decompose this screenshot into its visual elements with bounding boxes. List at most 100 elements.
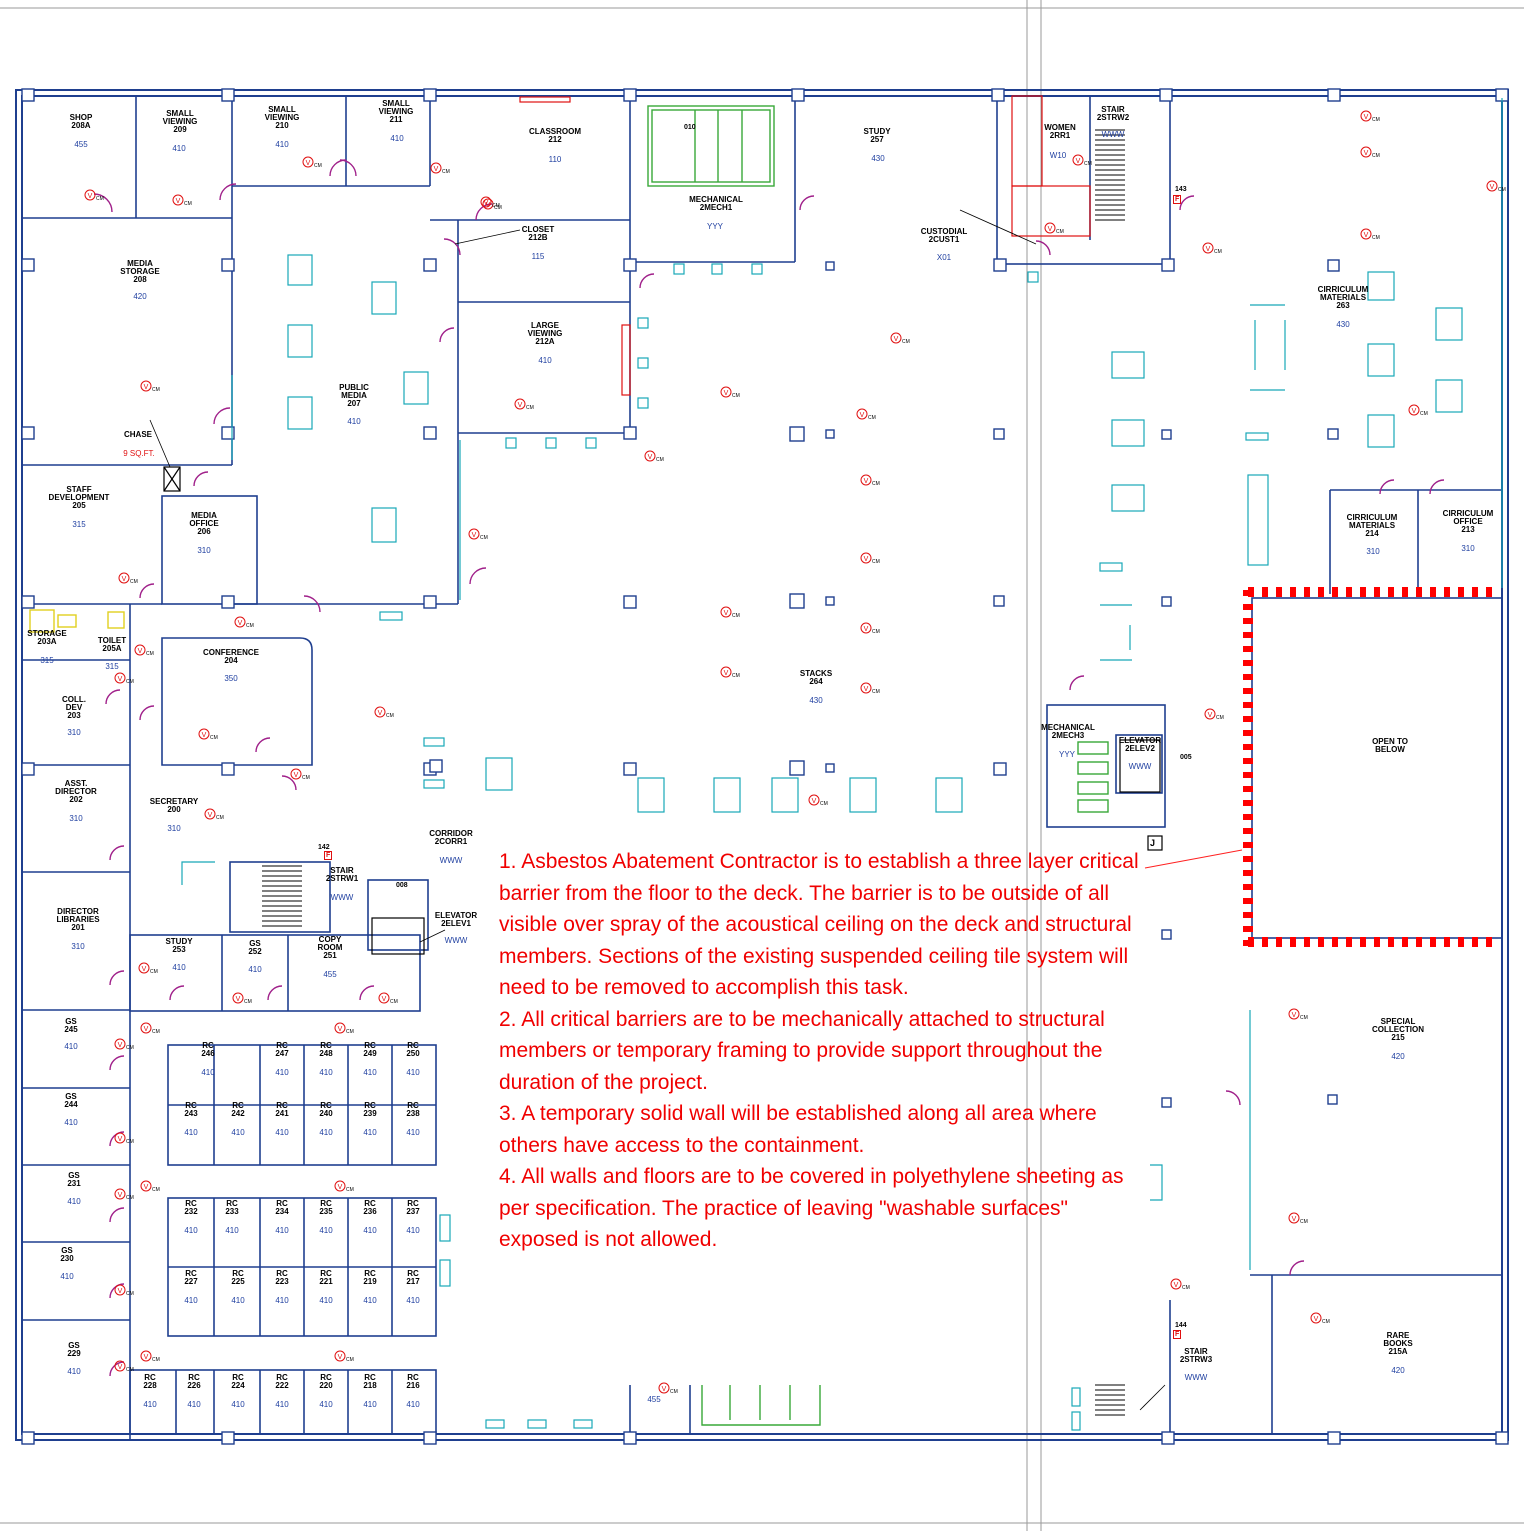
rc-room-name: RC 226 bbox=[187, 1373, 201, 1390]
svg-text:V: V bbox=[88, 193, 93, 200]
room-code: 315 bbox=[40, 656, 54, 665]
svg-text:V: V bbox=[144, 1184, 149, 1191]
fire-tag: F bbox=[1173, 1330, 1182, 1339]
room-code: 310 bbox=[197, 546, 211, 555]
room-name: WOMEN 2RR1 bbox=[1044, 123, 1076, 140]
room-code: 410 bbox=[60, 1272, 74, 1281]
svg-text:V: V bbox=[1208, 712, 1213, 719]
room-code: 410 bbox=[64, 1042, 78, 1051]
svg-text:CM: CM bbox=[216, 815, 224, 821]
svg-text:V: V bbox=[1292, 1216, 1297, 1223]
room-code: 310 bbox=[167, 824, 181, 833]
room-name: CONFERENCE 204 bbox=[202, 648, 260, 665]
room-code: 430 bbox=[809, 696, 823, 705]
svg-text:CM: CM bbox=[246, 623, 254, 629]
svg-text:V: V bbox=[648, 454, 653, 461]
room-code: 420 bbox=[1391, 1052, 1405, 1061]
svg-text:CM: CM bbox=[346, 1029, 354, 1035]
door-swing bbox=[1035, 240, 1051, 256]
elevator-shafts bbox=[163, 466, 1163, 955]
door-swing bbox=[169, 985, 185, 1001]
door-swing bbox=[109, 1361, 125, 1377]
svg-text:CM: CM bbox=[150, 969, 158, 975]
door-swing bbox=[1179, 195, 1195, 211]
svg-text:V: V bbox=[860, 412, 865, 419]
room-name: MECHANICAL 2MECH1 bbox=[689, 195, 743, 212]
svg-text:CM: CM bbox=[346, 1357, 354, 1363]
svg-text:V: V bbox=[144, 384, 149, 391]
svg-text:CM: CM bbox=[820, 801, 828, 807]
rc-room-code: 410 bbox=[363, 1128, 377, 1137]
room-name: SMALL VIEWING 211 bbox=[378, 99, 414, 124]
svg-text:CM: CM bbox=[1182, 1285, 1190, 1291]
room-code: 410 bbox=[390, 134, 404, 143]
svg-text:V: V bbox=[518, 402, 523, 409]
door-swing bbox=[799, 195, 815, 211]
rc-room-code: 410 bbox=[275, 1226, 289, 1235]
svg-text:CM: CM bbox=[96, 196, 104, 202]
room-code: 410 bbox=[275, 140, 289, 149]
room-code: 310 bbox=[69, 814, 83, 823]
room-name: DIRECTOR LIBRARIES 201 bbox=[56, 907, 100, 932]
storage-shelves bbox=[29, 609, 125, 633]
room-name: ELEVATOR 2ELEV1 bbox=[434, 911, 478, 928]
svg-text:CM: CM bbox=[126, 1195, 134, 1201]
svg-text:CM: CM bbox=[492, 203, 500, 209]
rc-room-name: RC 242 bbox=[231, 1101, 245, 1118]
ceiling-fixtures bbox=[181, 98, 1503, 1431]
svg-text:V: V bbox=[306, 160, 311, 167]
svg-text:V: V bbox=[294, 772, 299, 779]
room-code: 410 bbox=[347, 417, 361, 426]
svg-text:CM: CM bbox=[1216, 715, 1224, 721]
room-code: 455 bbox=[323, 970, 337, 979]
svg-text:CM: CM bbox=[146, 651, 154, 657]
svg-text:V: V bbox=[484, 200, 489, 207]
rc-room-code: 410 bbox=[184, 1128, 198, 1137]
room-code: 350 bbox=[224, 674, 238, 683]
room-name: OPEN TO BELOW bbox=[1372, 737, 1408, 754]
room-name: SPECIAL COLLECTION 215 bbox=[1372, 1017, 1424, 1042]
room-name: STAIR 2STRW3 bbox=[1179, 1347, 1213, 1364]
svg-text:V: V bbox=[144, 1354, 149, 1361]
rc-room-name: RC 236 bbox=[363, 1199, 377, 1216]
rc-room-name: RC 243 bbox=[184, 1101, 198, 1118]
door-tag: 010 bbox=[684, 124, 696, 131]
door-swing bbox=[255, 737, 271, 753]
svg-text:CM: CM bbox=[526, 405, 534, 411]
svg-text:CM: CM bbox=[1214, 249, 1222, 255]
restroom-partitions bbox=[519, 95, 1091, 396]
door-swing bbox=[93, 193, 113, 213]
room-name: GS 244 bbox=[64, 1092, 78, 1109]
rc-room-code: 410 bbox=[319, 1400, 333, 1409]
room-name: RARE BOOKS 215A bbox=[1383, 1331, 1413, 1356]
svg-text:CM: CM bbox=[184, 201, 192, 207]
rc-room-name: RC 219 bbox=[363, 1269, 377, 1286]
svg-text:V: V bbox=[812, 798, 817, 805]
room-name: STUDY 257 bbox=[863, 127, 891, 144]
room-name: ELEVATOR 2ELEV2 bbox=[1118, 736, 1162, 753]
door-tag: 142 bbox=[318, 844, 330, 851]
svg-text:V: V bbox=[864, 556, 869, 563]
svg-text:V: V bbox=[144, 1026, 149, 1033]
leader-lines bbox=[149, 209, 1166, 1411]
room-name: CIRRICULUM MATERIALS 214 bbox=[1346, 513, 1398, 538]
room-code: 455 bbox=[74, 140, 88, 149]
svg-text:CM: CM bbox=[1322, 1319, 1330, 1325]
